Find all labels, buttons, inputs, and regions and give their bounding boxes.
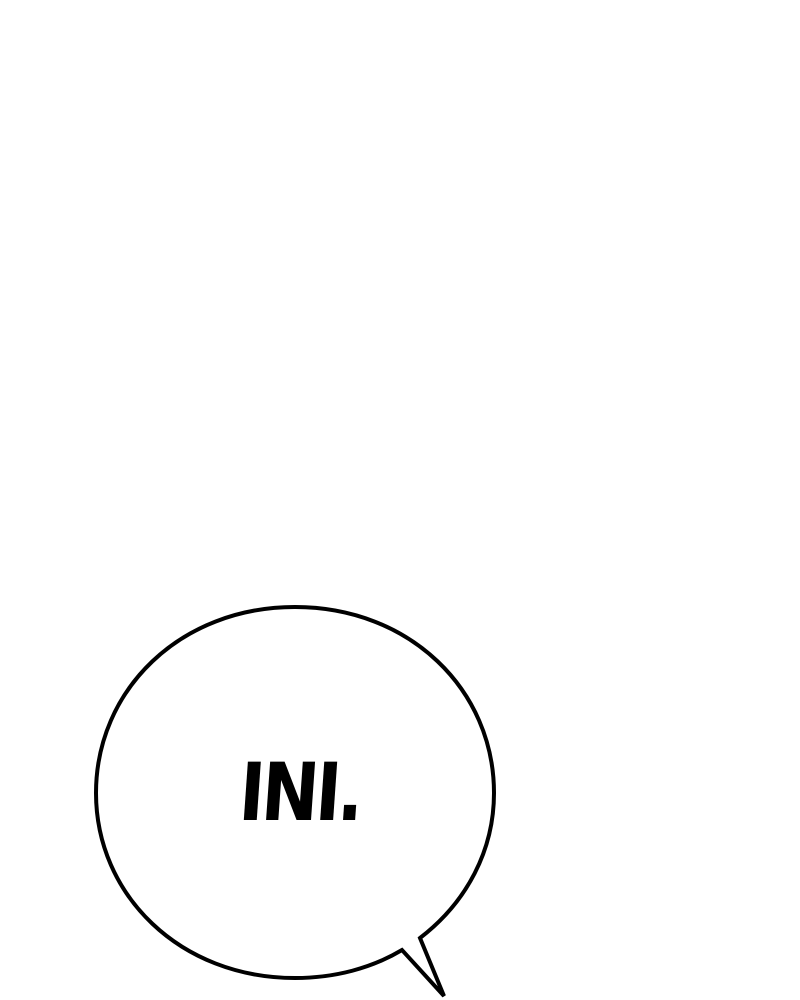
speech-bubble-outline xyxy=(93,604,497,998)
speech-bubble-text: INI. xyxy=(236,746,364,839)
